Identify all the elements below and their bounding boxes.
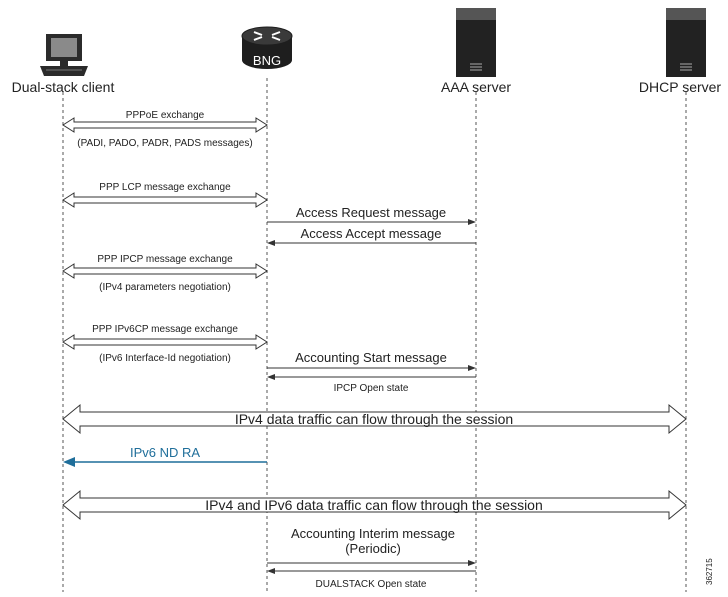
client-label: Dual-stack client [12, 79, 115, 95]
dhcp-label: DHCP server [639, 79, 722, 95]
ipcp-open-label: IPCP Open state [334, 383, 409, 394]
dualstack-open-label: DUALSTACK Open state [316, 579, 427, 590]
arrowhead [63, 457, 75, 467]
ipcp-sub: (IPv4 parameters negotiation) [99, 282, 231, 293]
ipv6cp-sub: (IPv6 Interface-Id negotiation) [99, 353, 231, 364]
server-icon [456, 8, 496, 77]
dual-traffic-arrow [62, 489, 687, 521]
ipv4-traffic-label: IPv4 data traffic can flow through the s… [235, 411, 513, 427]
aaa-label: AAA server [441, 79, 511, 95]
arrowhead [468, 365, 476, 371]
ipcp-arrow [62, 263, 268, 279]
ipv6cp-label: PPP IPv6CP message exchange [92, 324, 238, 335]
bng-label: BNG [253, 53, 281, 68]
acct-interim-sub: (Periodic) [345, 541, 401, 556]
arrowhead [468, 219, 476, 225]
ipv6cp-arrow [62, 334, 268, 350]
lcp-arrow [62, 192, 268, 208]
pppoe-sub: (PADI, PADO, PADR, PADS messages) [77, 138, 252, 149]
dual-traffic-label: IPv4 and IPv6 data traffic can flow thro… [205, 497, 543, 513]
router-icon [241, 26, 293, 69]
acct-interim-label: Accounting Interim message [291, 526, 455, 541]
ipv6-nd-ra-label: IPv6 ND RA [130, 445, 200, 460]
acct-start-label: Accounting Start message [295, 350, 447, 365]
ipv4-traffic-arrow [62, 403, 687, 435]
pppoe-label: PPPoE exchange [126, 110, 205, 121]
arrowhead [267, 374, 275, 380]
access-request-label: Access Request message [296, 205, 446, 220]
server-icon [666, 8, 706, 77]
computer-icon [40, 34, 88, 76]
arrowhead [267, 568, 275, 574]
arrowhead [468, 560, 476, 566]
lifelines [62, 78, 687, 592]
access-accept-label: Access Accept message [301, 226, 442, 241]
lcp-label: PPP LCP message exchange [99, 182, 231, 193]
arrowhead [267, 240, 275, 246]
pppoe-arrow [62, 117, 268, 133]
figure-id: 362715 [705, 558, 714, 585]
ipcp-label: PPP IPCP message exchange [97, 254, 233, 265]
